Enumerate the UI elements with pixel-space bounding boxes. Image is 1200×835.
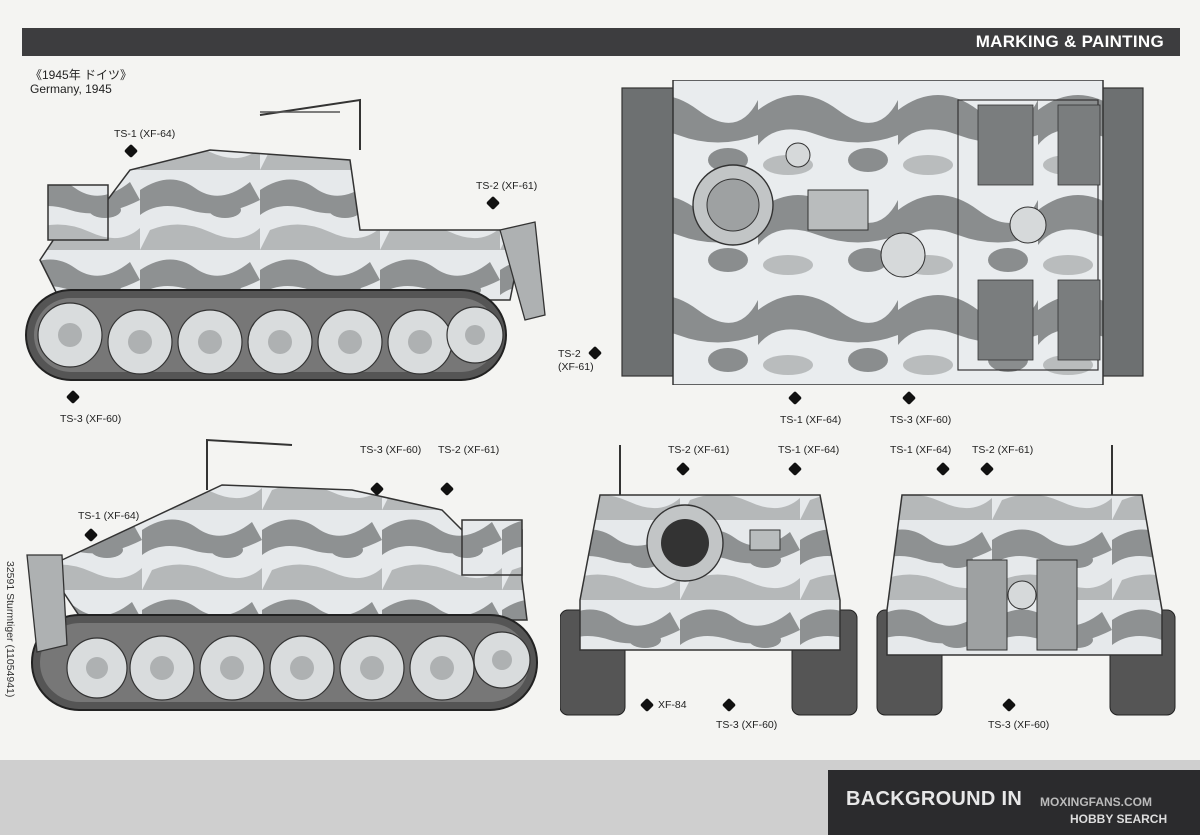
callout-ts1-top-view: TS-1 (XF-64) (780, 414, 842, 426)
callout-ts3-left-top: TS-3 (XF-60) (60, 413, 122, 425)
side-view-right-illustration (26, 438, 538, 711)
callout-ts2-top-view: TS-2 (558, 348, 581, 360)
callout-ts1-front: TS-1 (XF-64) (778, 444, 840, 456)
callout-ts2-rear: TS-2 (XF-61) (972, 444, 1034, 456)
callout-ts1-rear: TS-1 (XF-64) (890, 444, 952, 456)
marker-pin (587, 345, 603, 361)
callout-ts2-front: TS-2 (XF-61) (668, 444, 730, 456)
marker-pin (901, 390, 917, 406)
top-view-illustration (621, 80, 1144, 385)
callout-ts3-front: TS-3 (XF-60) (716, 719, 778, 731)
side-view-left-illustration (25, 98, 546, 381)
marker-pin (787, 390, 803, 406)
watermark: MOXINGFANS.COM (1040, 795, 1153, 809)
subtitle-english: Germany, 1945 (30, 82, 112, 96)
front-view-illustration (560, 445, 858, 716)
callout-ts3-left-bottom: TS-3 (XF-60) (360, 444, 422, 456)
callout-xf84-front: XF-84 (658, 699, 687, 711)
watermark-secondary: HOBBY SEARCH (1070, 812, 1168, 826)
page-title: MARKING & PAINTING (975, 32, 1164, 51)
rear-view-illustration (876, 445, 1176, 716)
callout-ts1-left-top: TS-1 (XF-64) (114, 128, 176, 140)
callout-ts2-left-top: TS-2 (XF-61) (476, 180, 538, 192)
callout-ts2-left-bottom: TS-2 (XF-61) (438, 444, 500, 456)
footer-title: BACKGROUND IN (846, 788, 1023, 810)
side-label: 32591 Sturmtiger (11054941) (4, 561, 16, 698)
subtitle-japanese: 《1945年 ドイツ》 (30, 68, 133, 82)
header-bar: MARKING & PAINTING (22, 28, 1180, 56)
callout-ts1-left-bottom: TS-1 (XF-64) (78, 510, 140, 522)
footer-title-bar (828, 770, 1200, 835)
callout-ts3-top-view: TS-3 (XF-60) (890, 414, 952, 426)
marker-pin (65, 389, 81, 405)
callout-xf61-top-view: (XF-61) (558, 361, 594, 373)
callout-ts3-rear: TS-3 (XF-60) (988, 719, 1050, 731)
